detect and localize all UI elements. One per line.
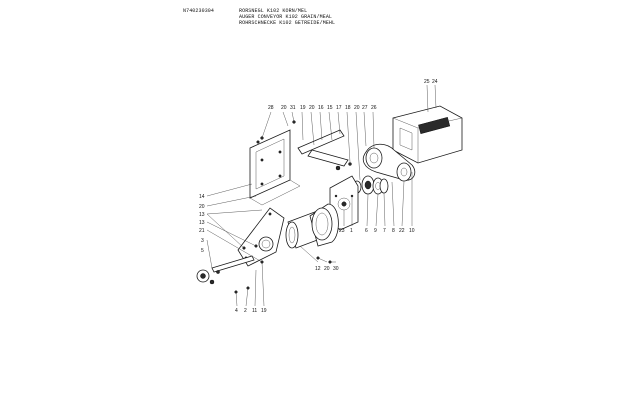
callout-26: 26: [371, 105, 377, 111]
callout-30: 30: [333, 266, 339, 272]
callout-31: 31: [290, 105, 296, 111]
callout-6: 6: [365, 228, 368, 234]
callout-20: 20: [199, 204, 205, 210]
callout-10: 10: [409, 228, 415, 234]
callout-4: 4: [235, 308, 238, 314]
title-block: RORSNEGL K102 KORN/MEL AUGER CONVEYOR K1…: [239, 8, 335, 26]
callout-13: 13: [199, 220, 205, 226]
inlet-bracket-plate: [237, 207, 285, 267]
callout-13: 13: [199, 212, 205, 218]
callout-18: 18: [345, 105, 351, 111]
callout-11: 11: [252, 308, 257, 314]
title-german: ROHRSCHNECKE K102 GETREIDE/MEHL: [239, 20, 336, 26]
callout-8: 8: [392, 228, 395, 234]
leader-lines: [206, 84, 437, 307]
callout-17: 17: [336, 105, 342, 111]
v-belt: [362, 143, 416, 182]
callout-9: 9: [374, 228, 377, 234]
callout-24: 24: [432, 79, 438, 85]
callout-22: 22: [399, 228, 405, 234]
title-danish: RORSNEGL K102 KORN/MEL: [239, 8, 308, 14]
callout-19: 19: [261, 308, 267, 314]
belt-guard-cover: [392, 105, 463, 164]
callout-27: 27: [362, 105, 368, 111]
title-english: AUGER CONVEYOR K102 GRAIN/MEAL: [239, 14, 333, 20]
callout-1: 1: [350, 228, 353, 234]
callout-25: 25: [424, 79, 430, 85]
callout-23: 23: [339, 228, 345, 234]
tension-bracket: [297, 129, 352, 171]
callout-3: 3: [201, 238, 204, 244]
callout-28: 28: [268, 105, 274, 111]
callout-2: 2: [244, 308, 247, 314]
document-number: N740230304: [183, 8, 215, 14]
callout-20: 20: [281, 105, 287, 111]
drive-shaft: [196, 255, 255, 285]
callout-15: 15: [327, 105, 333, 111]
callout-14: 14: [199, 194, 205, 200]
mounting-frame: [249, 120, 301, 206]
callout-5: 5: [201, 248, 204, 254]
callout-19: 19: [300, 105, 306, 111]
callout-20: 20: [324, 266, 330, 272]
auger-housing-tube: [285, 203, 339, 249]
callout-labels: 28 20 31 19 20 16 15 17 18 20 27 26 25 2…: [199, 79, 438, 314]
callout-20: 20: [354, 105, 360, 111]
callout-20: 20: [309, 105, 315, 111]
callout-7: 7: [383, 228, 386, 234]
callout-21: 21: [199, 228, 205, 234]
callout-16: 16: [318, 105, 324, 111]
callout-12: 12: [315, 266, 321, 272]
